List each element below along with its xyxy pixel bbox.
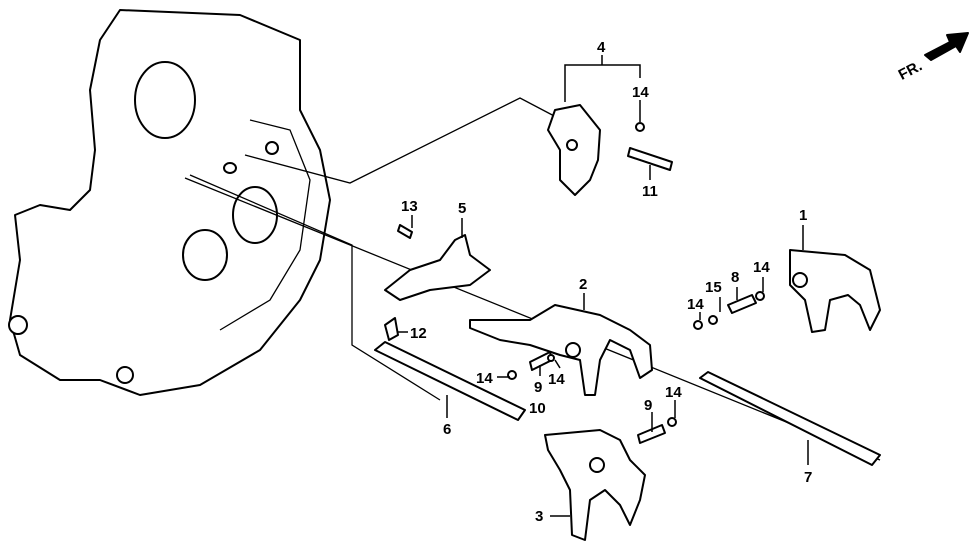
label-part-5: 5 [458,200,466,217]
label-part-13: 13 [401,198,418,215]
label-part-6: 6 [443,421,451,438]
label-part-1: 1 [799,207,807,224]
transmission-housing [8,9,331,396]
label-part-14: 14 [687,296,704,313]
part-labels: 4 14 11 13 5 1 2 15 8 14 14 12 14 9 14 1… [401,39,812,525]
label-part-14: 14 [476,370,493,387]
shift-shafts [374,317,881,466]
label-part-14: 14 [753,259,770,276]
label-part-9: 9 [644,397,652,414]
front-direction-label: FR. [896,57,925,83]
label-part-3: 3 [535,508,543,525]
shift-piece-part-5 [384,224,491,301]
label-part-14: 14 [632,84,649,101]
label-part-14: 14 [548,371,565,388]
label-part-4: 4 [597,39,606,56]
interlock-part-4 [547,104,673,196]
label-part-11: 11 [642,183,658,200]
shift-fork-part-3 [544,417,677,541]
label-part-7: 7 [804,469,812,486]
label-part-10: 10 [529,400,546,417]
label-leaders [398,55,809,517]
label-part-9: 9 [534,379,542,396]
shift-fork-part-2 [469,304,653,396]
label-part-14: 14 [665,384,682,401]
label-part-8: 8 [731,269,739,286]
label-part-2: 2 [579,276,587,293]
label-part-15: 15 [705,279,722,296]
label-part-12: 12 [410,325,427,342]
front-direction-arrow: FR. [896,32,969,84]
shift-fork-part-1 [693,249,881,333]
